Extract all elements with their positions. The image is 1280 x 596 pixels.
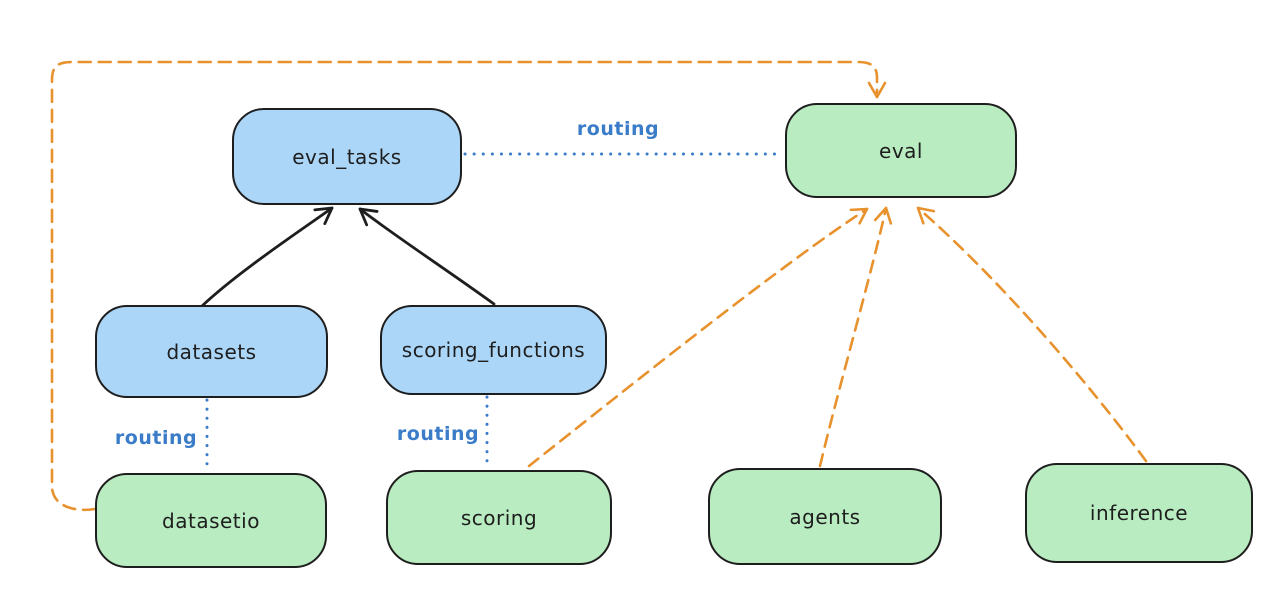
edge-scoring-functions-to-eval-tasks bbox=[358, 207, 496, 306]
edge-agents-to-eval bbox=[818, 206, 893, 468]
node-eval-label: eval bbox=[879, 138, 923, 163]
edge-label-routing-eval-tasks-eval: routing bbox=[576, 118, 660, 140]
node-inference-label: inference bbox=[1089, 501, 1189, 525]
node-eval-tasks-label: eval_tasks bbox=[292, 144, 402, 169]
node-datasetio-label: datasetio bbox=[162, 508, 260, 533]
node-eval-tasks: eval_tasks bbox=[232, 108, 462, 205]
node-datasets-label: datasets bbox=[166, 339, 257, 364]
edge-inference-to-eval bbox=[916, 206, 1148, 463]
node-inference: inference bbox=[1025, 463, 1253, 563]
node-scoring-label: scoring bbox=[460, 505, 538, 530]
node-eval: eval bbox=[785, 103, 1017, 198]
node-scoring-functions: scoring_functions bbox=[380, 305, 607, 395]
node-scoring-functions-label: scoring_functions bbox=[401, 338, 586, 362]
edge-scoring-to-eval bbox=[527, 207, 869, 468]
node-agents-label: agents bbox=[789, 504, 861, 529]
node-datasetio: datasetio bbox=[95, 473, 327, 568]
edge-datasets-to-eval-tasks bbox=[200, 206, 334, 308]
edge-label-routing-datasets-datasetio: routing bbox=[114, 427, 198, 449]
edge-label-routing-scoring-functions-scoring: routing bbox=[396, 423, 480, 445]
edge-datasetio-to-eval bbox=[50, 60, 887, 512]
node-datasets: datasets bbox=[95, 305, 328, 398]
node-agents: agents bbox=[708, 468, 942, 565]
node-scoring: scoring bbox=[386, 470, 612, 565]
